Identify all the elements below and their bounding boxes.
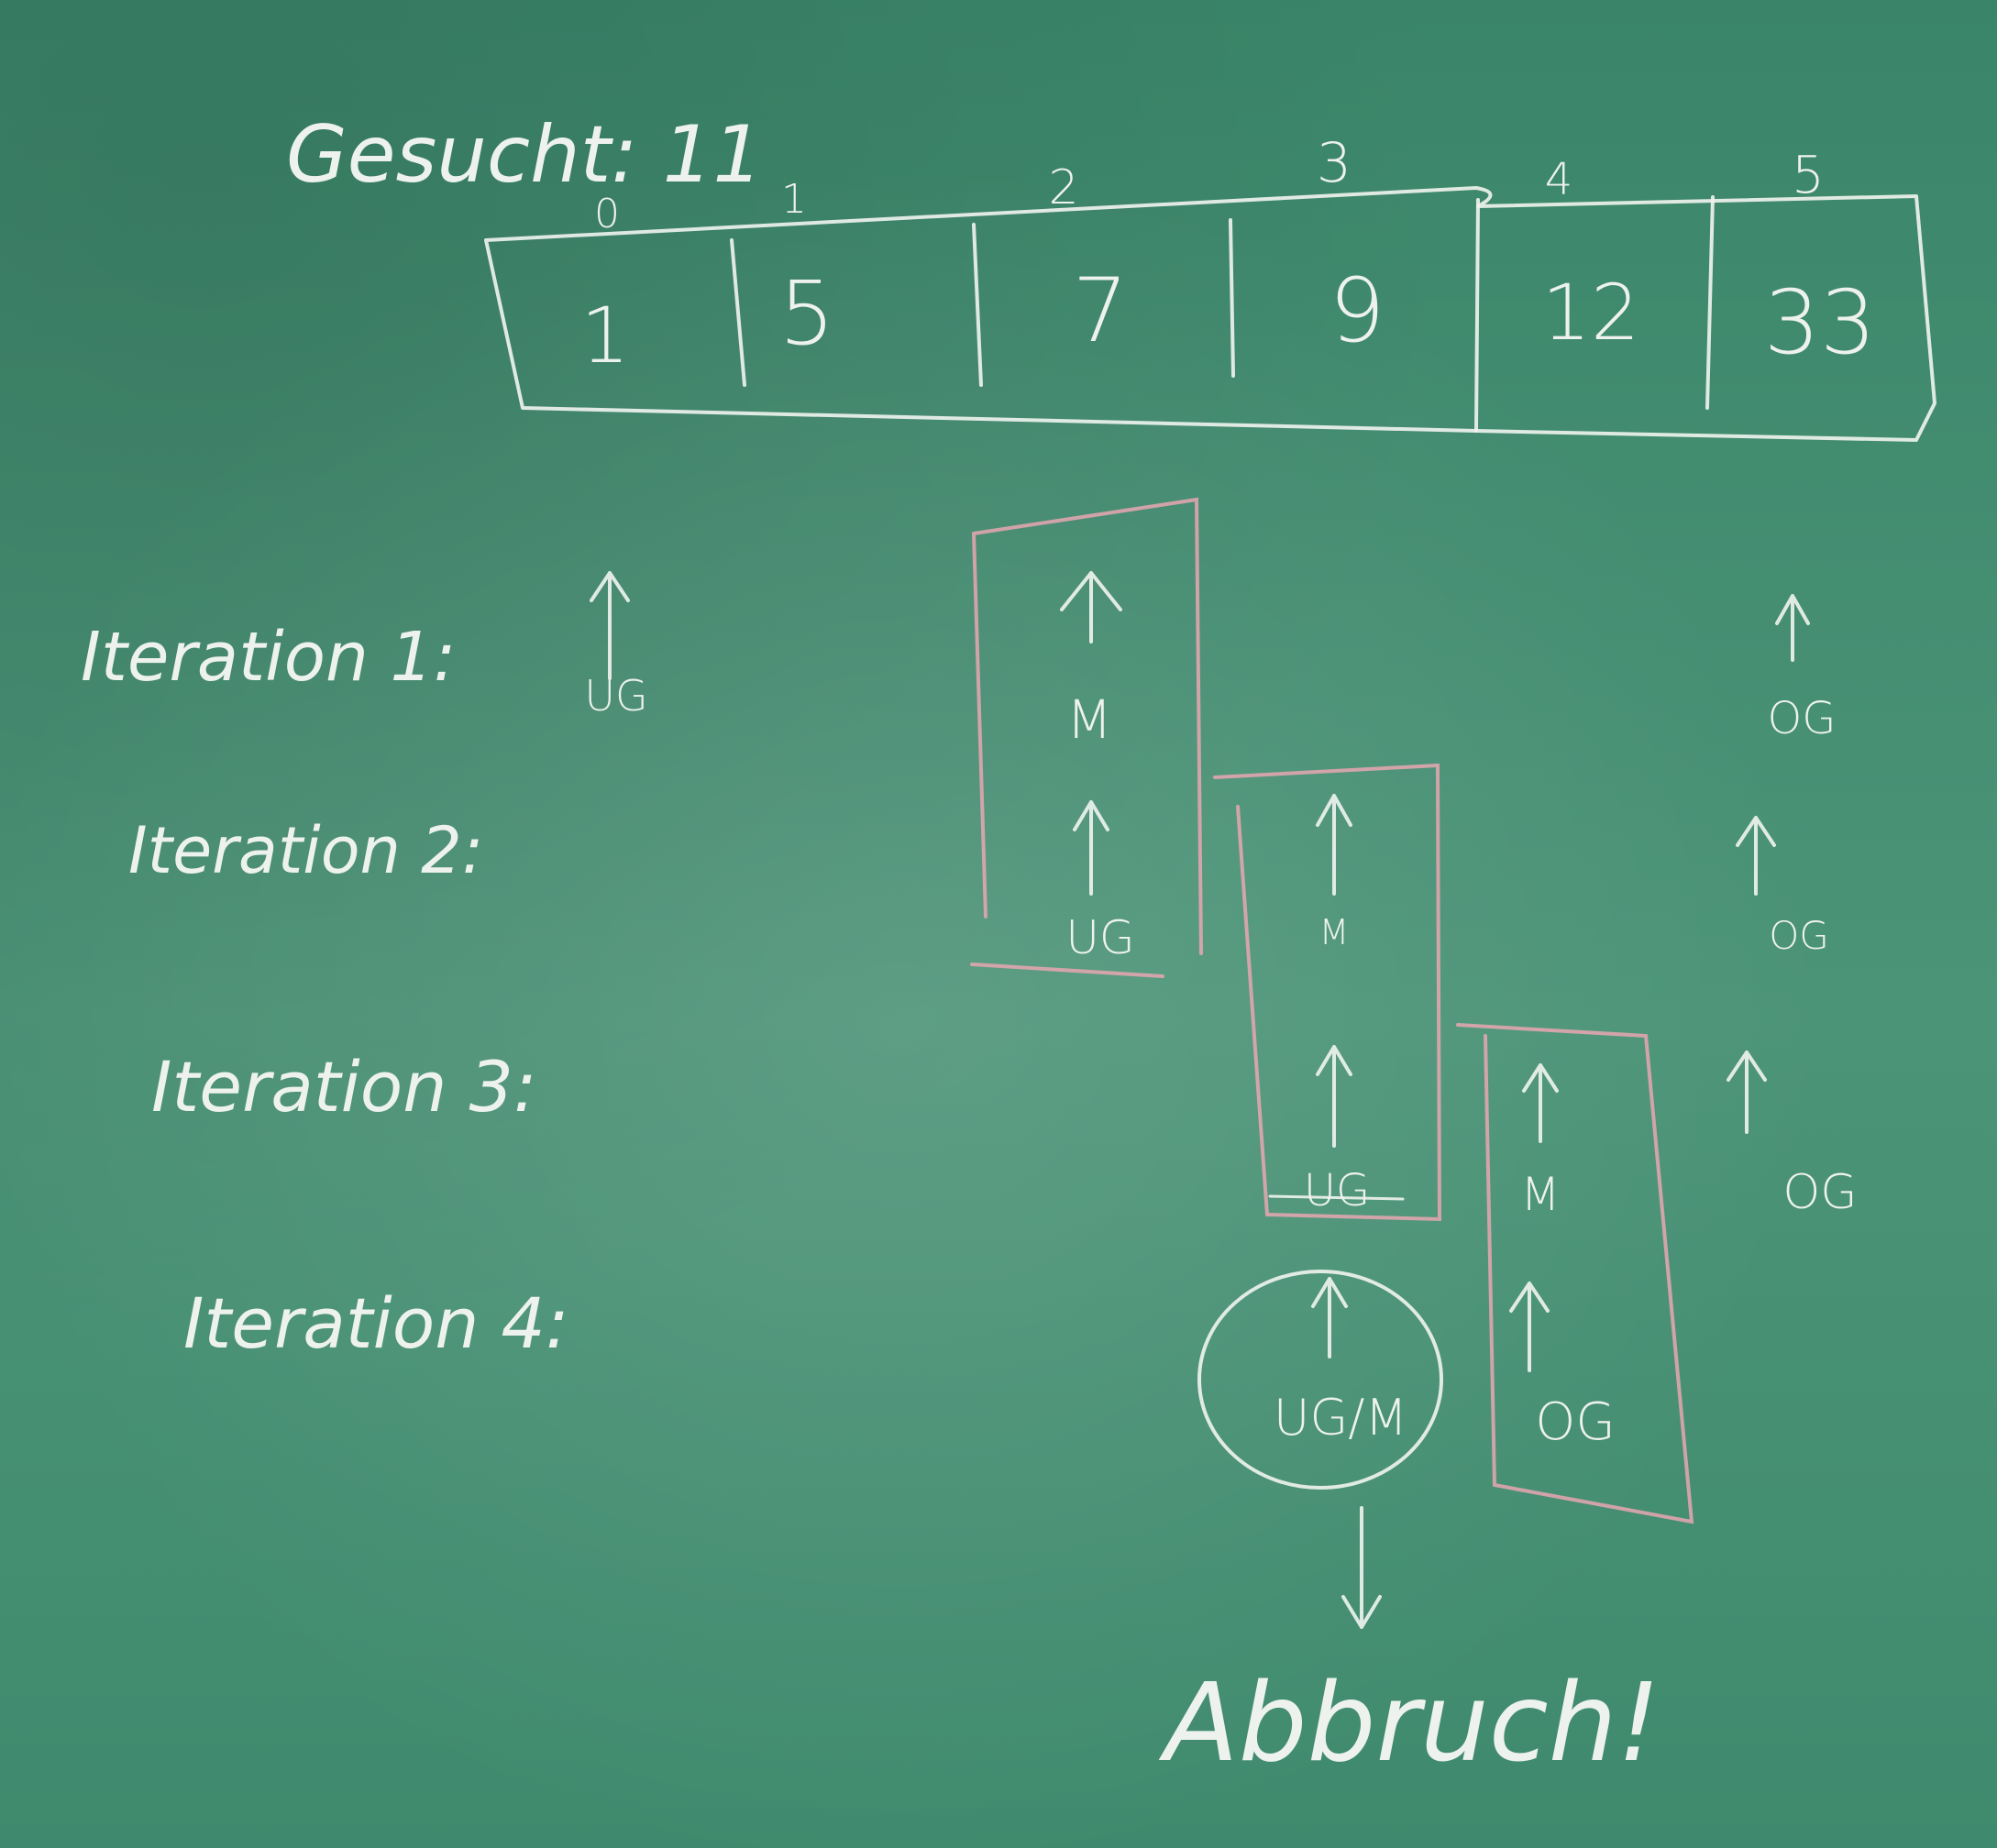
heading: Gesucht: 11 <box>286 109 763 201</box>
cell-divider <box>1229 218 1235 378</box>
arrow-up-icon <box>1775 594 1810 662</box>
range-box <box>1456 1023 1694 1524</box>
cell-divider <box>1705 195 1715 410</box>
marker-m: M <box>1066 688 1112 751</box>
array-index: 3 <box>1317 131 1352 195</box>
arrow-up-icon <box>590 571 630 680</box>
marker-m: M <box>1520 1168 1560 1221</box>
array-value: 33 <box>1764 271 1876 374</box>
arrow-up-icon <box>1060 571 1122 644</box>
arrow-up-icon <box>1509 1282 1550 1372</box>
result-circle <box>1197 1270 1443 1490</box>
marker-og: OG <box>1768 693 1837 744</box>
cell-divider <box>972 223 983 387</box>
marker-ug-m: UG/M <box>1274 1389 1407 1446</box>
marker-m: M <box>1319 912 1350 952</box>
arrow-up-icon <box>1736 816 1776 896</box>
arrow-up-icon <box>1316 1045 1352 1148</box>
marker-og: OG <box>1535 1392 1615 1452</box>
array-value: 12 <box>1542 268 1640 358</box>
array-index: 0 <box>594 191 620 237</box>
array-value: 9 <box>1329 259 1385 362</box>
arrow-down-icon <box>1341 1506 1382 1629</box>
array-index: 1 <box>781 176 807 223</box>
cell-divider <box>1474 198 1480 433</box>
arrow-up-icon <box>1316 794 1352 896</box>
arrow-up-icon <box>1311 1277 1348 1358</box>
array-value: 7 <box>1072 259 1128 362</box>
marker-og: OG <box>1782 1165 1857 1220</box>
array-frame <box>484 186 1936 442</box>
array-index: 5 <box>1792 146 1825 205</box>
array-value: 5 <box>778 262 834 365</box>
iteration-label: Iteration 4: <box>183 1282 569 1364</box>
array-value: 1 <box>580 291 629 380</box>
range-box <box>970 497 1203 978</box>
marker-ug: UG <box>1304 1165 1370 1216</box>
array-index: 2 <box>1048 160 1078 215</box>
underline <box>1268 1194 1405 1201</box>
marker-ug: UG <box>1065 911 1134 964</box>
arrow-up-icon <box>1073 800 1109 896</box>
iteration-label: Iteration 1: <box>81 618 456 697</box>
range-box <box>1213 763 1442 1222</box>
arrow-up-icon <box>1727 1050 1767 1134</box>
array-index: 4 <box>1545 154 1573 205</box>
arrow-up-icon <box>1522 1063 1559 1143</box>
cell-divider <box>730 238 746 387</box>
result-text: Abbruch! <box>1158 1659 1660 1786</box>
iteration-label: Iteration 2: <box>128 813 483 888</box>
marker-og: OG <box>1769 913 1829 958</box>
marker-ug: UG <box>584 671 647 720</box>
iteration-label: Iteration 3: <box>151 1046 537 1128</box>
